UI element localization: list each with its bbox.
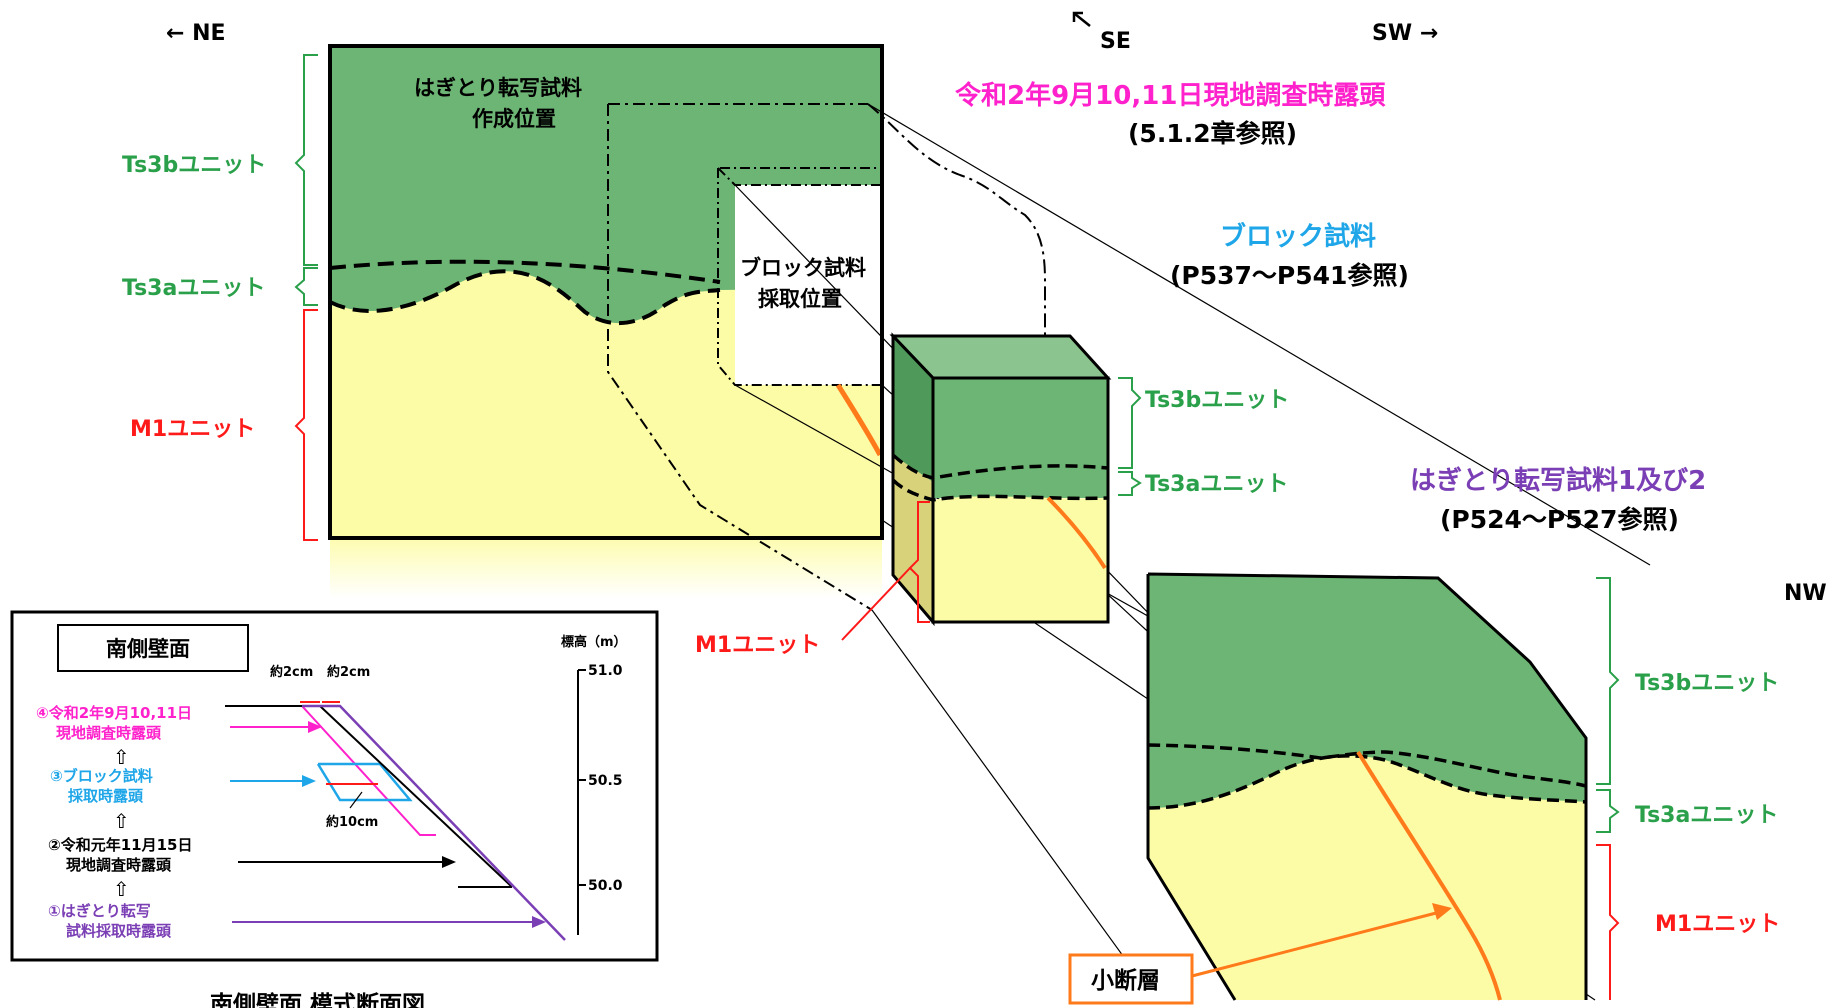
block-position-label-2: 採取位置	[758, 287, 842, 311]
fault-callout-box	[1068, 953, 1194, 1005]
elevation-tick-label-50: 50.0	[588, 878, 623, 894]
stage3-label-1: ③ブロック試料	[50, 767, 153, 785]
block-front-yellow	[933, 496, 1108, 622]
inset-header: 南側壁面	[106, 637, 190, 661]
outcrop-surface-line	[867, 103, 1046, 340]
block-ref: (P537～P541参照)	[1170, 261, 1409, 290]
main-ts3b-label: Ts3bユニット	[122, 153, 266, 178]
transfer-position-label-1: はぎとり転写試料	[414, 76, 582, 100]
block-ts3a-lower	[891, 478, 1109, 502]
main-m1-label: M1ユニット	[130, 417, 255, 442]
brace-m1-main	[294, 309, 318, 541]
transfer-ref: (P524～P527参照)	[1440, 505, 1679, 534]
profile-stage1	[302, 704, 566, 941]
outcrop-frame	[328, 44, 884, 540]
transfer-ts3a-label: Ts3aユニット	[1635, 803, 1778, 828]
transfer-ts3a-lower	[1147, 754, 1587, 810]
main-ts3a-label: Ts3aユニット	[122, 276, 265, 301]
block-m1-leader	[841, 567, 911, 641]
up-arrow-icon-1: ⇧	[113, 745, 130, 769]
transfer-title: はぎとり転写試料1及び2	[1410, 465, 1706, 496]
brace-m1-transfer	[1596, 844, 1620, 1000]
block-sample-cut	[735, 185, 882, 385]
transfer-green	[1148, 574, 1586, 826]
up-arrow-icon-2: ⇧	[113, 809, 130, 833]
inset-header-box	[57, 624, 249, 672]
direction-nw: NW	[1784, 581, 1827, 606]
outcrop-panel	[328, 44, 884, 611]
transfer-ts3a-upper	[1147, 743, 1587, 788]
direction-se: SE	[1100, 29, 1131, 54]
transfer-m1-label: M1ユニット	[1655, 912, 1780, 937]
block-ts3b-label: Ts3bユニット	[1145, 388, 1289, 413]
outcrop-title: 令和2年9月10,11日現地調査時露頭	[955, 80, 1386, 111]
stage1-label-2: 試料採取時露頭	[66, 922, 172, 940]
stage4-label-2: 現地調査時露頭	[56, 724, 162, 742]
ts3a-upper-boundary	[329, 259, 721, 284]
direction-ne: ← NE	[166, 21, 226, 46]
stage4-label-1: ④令和2年9月10,11日	[36, 704, 192, 722]
outcrop-ref: (5.1.2章参照)	[1128, 119, 1297, 148]
width-note-1: 約2cm	[270, 664, 313, 680]
outcrop-glow	[330, 538, 882, 598]
section-inset: 南側壁面 標高（m） 51.0 50.5 50.0 約2cm 約2cm 約10c…	[10, 610, 659, 962]
stage3-label-2: 採取時露頭	[68, 787, 144, 805]
block-front-outline	[931, 376, 1110, 624]
block-side-face-green	[893, 336, 933, 482]
ts3a-lower-boundary	[329, 269, 721, 326]
stage2-label-1: ②令和元年11月15日	[48, 836, 192, 854]
width-note-2: 約2cm	[327, 664, 370, 680]
transfer-outline	[1146, 572, 1588, 1001]
width-note-3-leader	[349, 791, 363, 809]
profile-stage3	[316, 762, 413, 802]
brace-ts3b-main	[294, 54, 318, 266]
block-title: ブロック試料	[1220, 221, 1376, 252]
direction-se-arrow-icon	[1072, 11, 1091, 27]
block-position-label-1: ブロック試料	[740, 256, 866, 280]
block-ts3a-label: Ts3aユニット	[1145, 472, 1288, 497]
transfer-sample	[1146, 572, 1588, 1001]
section-inset-caption: 南側壁面 模式断面図	[210, 991, 425, 1008]
direction-sw: SW →	[1372, 21, 1438, 46]
transfer-position-label-2: 作成位置	[472, 107, 556, 131]
block-front-green	[933, 378, 1108, 498]
stage4-arrowhead-icon	[308, 721, 322, 733]
brace-ts3b-transfer	[1596, 577, 1620, 785]
stage1-label-1: ①はぎとり転写	[48, 902, 151, 920]
transfer-position-outline	[607, 104, 873, 611]
fault-callout-leader	[1191, 910, 1441, 978]
elevation-tick-label-51: 51.0	[588, 663, 623, 679]
block-ts3a-upper	[891, 453, 1109, 480]
brace-ts3a-block	[1118, 471, 1142, 496]
block-m1-label: M1ユニット	[695, 633, 820, 658]
main-fault-line	[835, 383, 883, 457]
block-fault-line	[1046, 496, 1107, 570]
transfer-ts3b-label: Ts3bユニット	[1635, 671, 1779, 696]
block-sample	[889, 332, 1112, 627]
stage2-label-2: 現地調査時露頭	[66, 856, 172, 874]
stage1-arrowhead-icon	[532, 916, 546, 928]
up-arrow-icon-3: ⇧	[113, 877, 130, 901]
elevation-tick-label-50-5: 50.5	[588, 773, 623, 789]
fault-callout-label: 小断層	[1091, 967, 1160, 994]
fault-callout-arrowhead-icon	[1432, 903, 1452, 920]
stage3-arrowhead-icon	[302, 775, 316, 787]
block-cut-top	[717, 167, 883, 186]
stage2-arrowhead-icon	[442, 856, 456, 868]
width-note-3: 約10cm	[326, 814, 378, 830]
elevation-axis-label: 標高（m）	[561, 634, 627, 650]
brace-ts3a-transfer	[1596, 789, 1620, 833]
transfer-fault-line	[1356, 750, 1502, 1001]
block-side-face-yellow	[893, 455, 933, 622]
brace-ts3b-block	[1118, 377, 1142, 469]
brace-ts3a-main	[294, 267, 318, 306]
